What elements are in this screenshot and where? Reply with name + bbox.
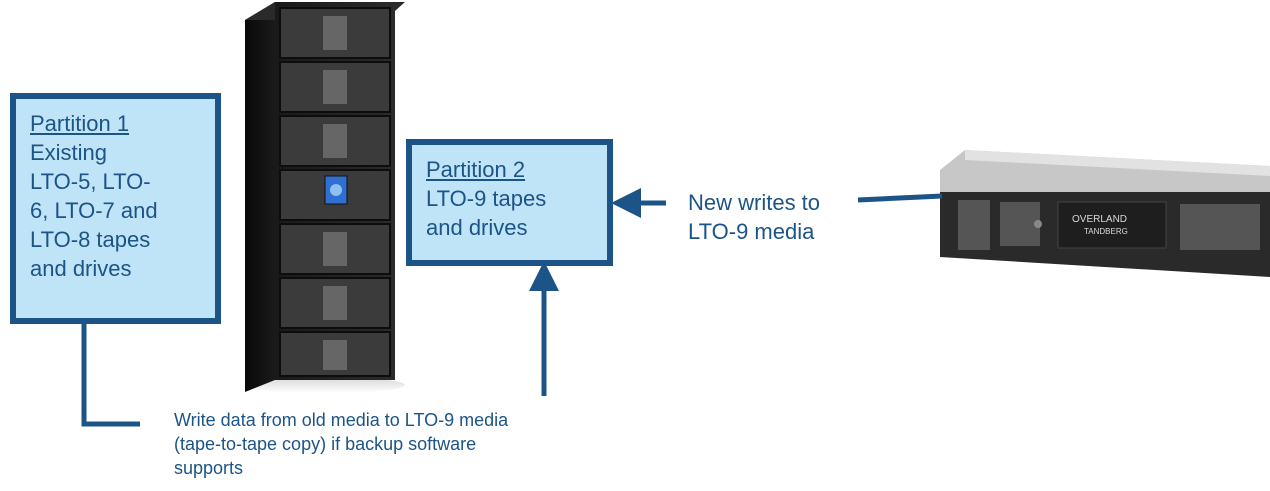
partition-2-box: Partition 2 LTO-9 tapes and drives bbox=[406, 139, 613, 266]
partition-1-title: Partition 1 bbox=[30, 111, 130, 136]
partition-1-box: Partition 1 Existing LTO-5, LTO- 6, LTO-… bbox=[10, 93, 221, 324]
copy-path-line bbox=[81, 324, 140, 427]
server-connector-line bbox=[857, 193, 943, 203]
partition-2-title: Partition 2 bbox=[426, 157, 526, 182]
server-logo-line2: TANDBERG bbox=[1084, 227, 1128, 236]
new-writes-label: New writes to LTO-9 media bbox=[688, 190, 821, 244]
partition-1-description: Existing LTO-5, LTO- 6, LTO-7 and LTO-8 … bbox=[30, 140, 158, 281]
tape-library-image bbox=[245, 2, 405, 393]
partition-2-description: LTO-9 tapes and drives bbox=[426, 186, 547, 240]
copy-note-label: Write data from old media to LTO-9 media… bbox=[174, 410, 509, 478]
rack-server-image: OVERLAND TANDBERG bbox=[940, 150, 1270, 277]
server-logo-line1: OVERLAND bbox=[1072, 214, 1127, 225]
